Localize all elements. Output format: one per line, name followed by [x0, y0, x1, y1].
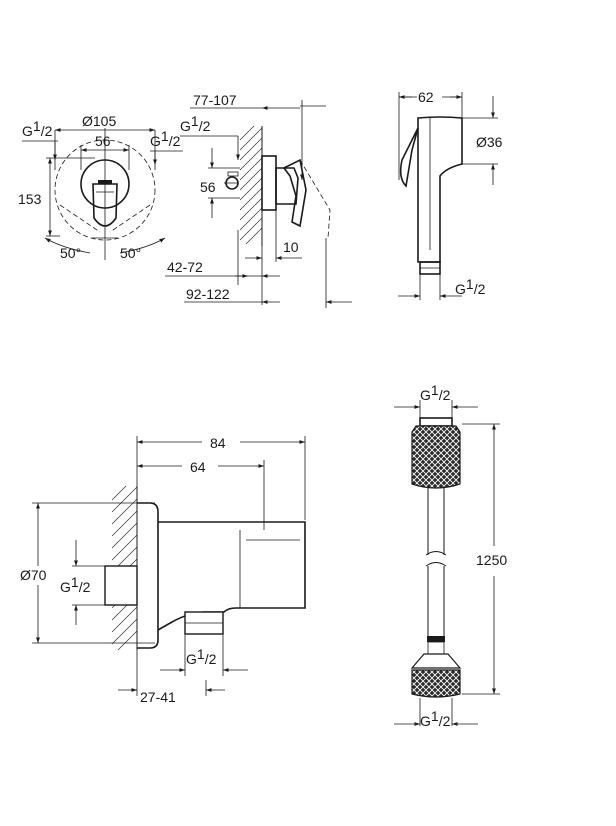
- label-inner-width: 56: [95, 133, 111, 149]
- label-g-inlet: G1/2: [60, 574, 91, 595]
- label-elbow-partial: 64: [190, 459, 206, 475]
- hose-view: G1/2 1250 G1/2: [394, 382, 507, 729]
- label-elbow-range: 27-41: [140, 689, 176, 705]
- label-angle-left: 50°: [60, 245, 81, 261]
- label-g-hose-top: G1/2: [420, 382, 451, 403]
- label-g-spray: G1/2: [455, 276, 486, 297]
- label-height: 153: [18, 191, 42, 207]
- label-angle-right: 50°: [120, 245, 141, 261]
- faucet-front-view: Ø105 56 G1/2 G1/2 153 50°: [18, 113, 183, 261]
- faucet-plate: [80, 159, 130, 209]
- spray-head-body: [417, 116, 463, 263]
- label-spray-width: 62: [418, 89, 434, 105]
- label-depth-range: 77-107: [193, 92, 237, 108]
- label-g-side: G1/2: [180, 113, 211, 134]
- hose-top-nut: [411, 425, 461, 489]
- hose-bottom-cone: [410, 653, 462, 669]
- label-g-outlet: G1/2: [186, 646, 217, 667]
- label-offset: 10: [283, 239, 299, 255]
- label-g-left: G1/2: [22, 118, 53, 139]
- elbow-flange: [137, 502, 159, 649]
- faucet-side-view: 77-107 G1/2 56 10 42-72 9: [165, 92, 352, 308]
- label-range-low: 42-72: [167, 259, 203, 275]
- faucet-side-plate: [261, 155, 277, 211]
- faucet-lever: [92, 183, 118, 227]
- label-elbow-total: 84: [210, 435, 226, 451]
- faucet-side-lever: [282, 158, 307, 228]
- wall-elbow-view: 84 64 Ø70 G1/2: [20, 435, 306, 705]
- label-side-height: 56: [200, 179, 216, 195]
- label-plate-diameter: Ø105: [82, 113, 116, 129]
- faucet-side-body: [275, 167, 299, 205]
- hose-top-thread: [419, 417, 453, 427]
- label-g-right: G1/2: [150, 128, 181, 149]
- elbow-body: [157, 521, 306, 631]
- label-g-hose-bottom: G1/2: [420, 708, 451, 729]
- label-range-total: 92-122: [186, 286, 230, 302]
- hose-bottom-nut: [411, 669, 461, 698]
- label-elbow-diameter: Ø70: [20, 567, 47, 583]
- label-hose-length: 1250: [476, 552, 507, 568]
- elbow-inlet-thread: [104, 565, 138, 606]
- spray-trigger: [399, 127, 419, 188]
- spray-head-view: 62 Ø36 G1/2: [398, 89, 503, 300]
- label-spray-diameter: Ø36: [476, 134, 503, 150]
